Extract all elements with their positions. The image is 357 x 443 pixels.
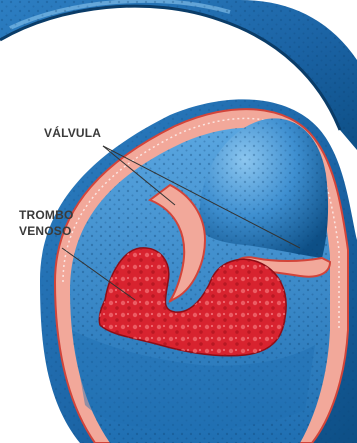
valve-label: VÁLVULA xyxy=(44,126,101,141)
thrombus-label-line2: VENOSO xyxy=(19,224,72,239)
thrombus-label-line1: TROMBO xyxy=(19,208,74,223)
